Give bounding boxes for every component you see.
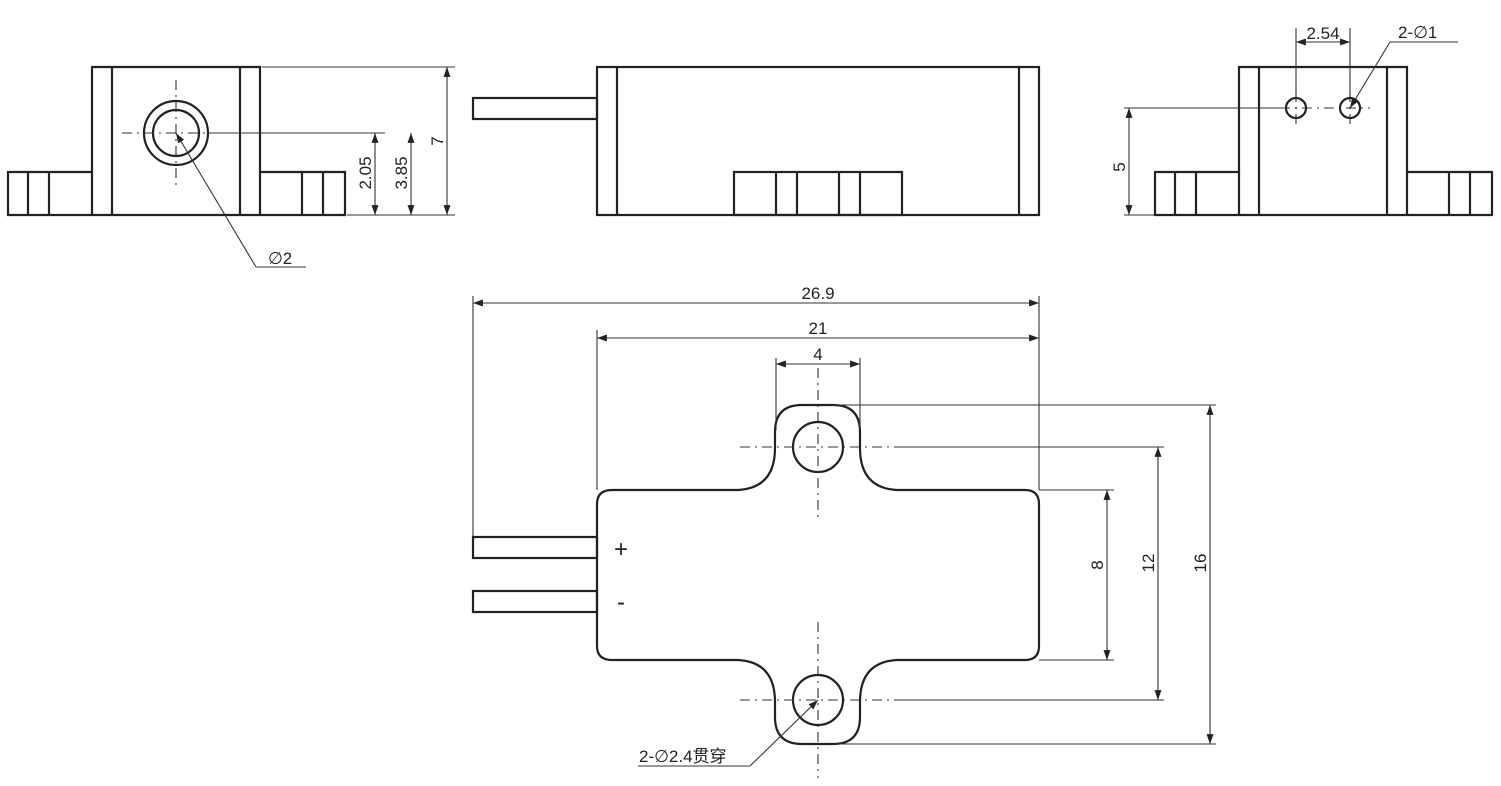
dim-5: 5 (1110, 162, 1129, 171)
dim-16: 16 (1191, 554, 1210, 573)
front-view (471, 65, 1041, 217)
right-view-outline (1153, 65, 1494, 217)
plus-terminal-label: + (614, 536, 628, 563)
minus-terminal-label: - (617, 589, 625, 616)
dim-21: 21 (809, 319, 828, 338)
dim-12: 12 (1139, 554, 1158, 573)
dim-3-85: 3.85 (392, 156, 411, 189)
mount-holes-label: 2-∅2.4贯穿 (639, 747, 727, 766)
minus-pin (471, 589, 599, 614)
dim-7: 7 (428, 136, 447, 145)
top-view: + - 26.9 21 4 8 12 16 2-∅2.4贯穿 (471, 284, 1216, 778)
dim-26-9: 26.9 (801, 284, 834, 303)
hole-diameter-label: ∅2 (268, 249, 292, 268)
dim-2-05: 2.05 (356, 156, 375, 189)
pin-holes-label: 2-∅1 (1398, 23, 1437, 42)
pin-pitch-label: 2.54 (1306, 24, 1339, 43)
front-view-tab (732, 170, 904, 217)
left-side-view: ∅2 2.05 3.85 7 (6, 65, 455, 268)
dim-4: 4 (813, 345, 822, 364)
plus-pin (471, 535, 599, 560)
front-view-body (595, 65, 1041, 217)
top-view-outline (595, 403, 1041, 746)
right-side-view: 2.54 2-∅1 5 (1110, 23, 1494, 217)
dim-8: 8 (1088, 560, 1107, 569)
front-view-pin (471, 96, 599, 121)
